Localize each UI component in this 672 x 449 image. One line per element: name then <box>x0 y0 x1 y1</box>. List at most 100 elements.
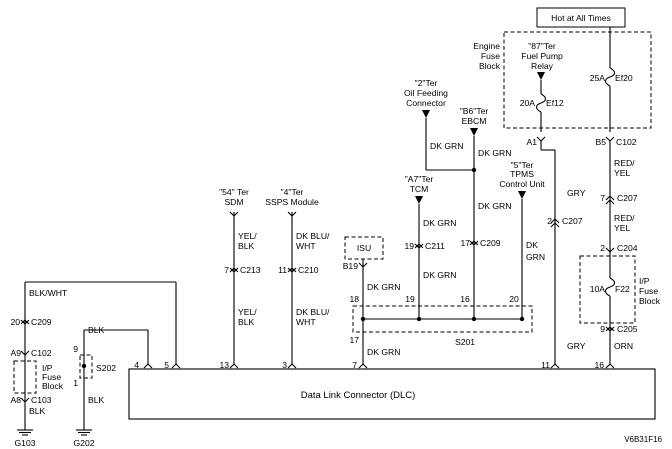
fuse-ef20-icon <box>604 67 616 87</box>
pin-2-c204: 2 <box>600 243 605 253</box>
wire-red-yel-1b: YEL <box>614 168 630 178</box>
splice-s202-outline <box>79 354 93 379</box>
connector-c102-top: C102 <box>616 137 637 147</box>
ip-fuse-block-outline <box>579 255 636 324</box>
oil-feeding-connector-terminal-icon <box>422 110 430 118</box>
s202-pin-9: 9 <box>73 344 78 354</box>
pin-17-c209: 17 <box>460 238 470 248</box>
tpms-connector-label-3: Control Unit <box>499 179 545 189</box>
pin-a1: A1 <box>526 137 537 147</box>
fuse-ef12-label: Ef12 <box>546 98 564 108</box>
wire-yel-blk-2a: YEL/ <box>238 307 257 317</box>
wire-gry-lower: GRY <box>567 341 586 351</box>
pin-20-c209: 20 <box>10 317 20 327</box>
tpms-connector-label-1: "5"Ter <box>511 160 534 170</box>
fuse-ef12-amp: 20A <box>520 98 536 108</box>
connector-c207-right: C207 <box>617 193 638 203</box>
fuse-ef20-amp: 25A <box>590 73 606 83</box>
connector-c205: C205 <box>617 324 638 334</box>
wire-red-yel-2a: RED/ <box>614 213 635 223</box>
connector-c209-left: C209 <box>31 317 52 327</box>
s201-pin-17: 17 <box>349 335 359 345</box>
pin-9-c205: 9 <box>600 324 605 334</box>
ebcm-connector-label-2: EBCM <box>462 116 487 126</box>
engine-fuse-block-label-2: Fuse <box>481 51 500 61</box>
tcm-connector-label-1: "A7"Ter <box>405 174 434 184</box>
wire-red-yel-1a: RED/ <box>614 158 635 168</box>
wire-dkblu-wht-2b: WHT <box>296 317 316 327</box>
ebcm-terminal-icon <box>470 128 478 136</box>
dlc-pin-16: 16 <box>594 360 604 370</box>
oil-feeding-connector-label-3: Connector <box>406 98 446 108</box>
dlc-pin-11: 11 <box>541 360 550 370</box>
connector-c211: C211 <box>425 241 445 251</box>
dlc-box <box>128 368 656 420</box>
wire-dkblu-wht-1b: WHT <box>296 241 316 251</box>
dlc-pin-3: 3 <box>282 360 287 370</box>
ssps-connector-label-2: SSPS Module <box>265 197 319 207</box>
wire-dkblu-wht-1a: DK BLU/ <box>296 231 330 241</box>
tcm-connector-label-2: TCM <box>410 184 429 194</box>
connector-c204: C204 <box>617 243 638 253</box>
pin-7-c213: 7 <box>224 265 229 275</box>
tcm-terminal-icon <box>415 196 423 204</box>
ebcm-connector-label-1: "B6"Ter <box>460 106 489 116</box>
connector-c103: C103 <box>31 395 52 405</box>
isu-box <box>344 236 384 260</box>
wire-yel-blk-1b: BLK <box>238 241 255 251</box>
left-ip-fuse-block-outline <box>13 360 37 394</box>
ip-fuse-block-label-3: Block <box>639 296 661 306</box>
connector-c210: C210 <box>298 265 319 275</box>
wire-gry-upper: GRY <box>567 188 586 198</box>
ground-icon <box>76 429 92 436</box>
pin-19-c211: 19 <box>404 241 414 251</box>
wire-blk-left: BLK <box>29 406 46 416</box>
ssps-connector-label-1: "4"Ter <box>281 187 304 197</box>
wire-dkblu-wht-2a: DK BLU/ <box>296 307 330 317</box>
ip-fuse-block-label-1: I/P <box>639 276 650 286</box>
pin-2-c207-left: 2 <box>547 216 552 226</box>
wire-dk-grn-tcm-2: DK GRN <box>423 270 456 280</box>
left-ip-fuse-block-label-1: I/P <box>42 363 53 373</box>
fuel-pump-relay-label-3: Relay <box>531 61 554 71</box>
wire-dk-grn-oil: DK GRN <box>430 141 463 151</box>
dlc-label: Data Link Connector (DLC) <box>301 390 416 401</box>
pin-b5: B5 <box>595 137 606 147</box>
fuse-f22-label: F22 <box>615 284 630 294</box>
sdm-connector-label-1: "54" Ter <box>219 187 249 197</box>
wire-grn-tpms: GRN <box>526 252 545 262</box>
connector-c213: C213 <box>240 265 261 275</box>
dlc-pin-7: 7 <box>352 360 357 370</box>
wire-yel-blk-2b: BLK <box>238 317 255 327</box>
tpms-connector-label-2: TPMS <box>510 169 534 179</box>
wire-dk-grn-tcm: DK GRN <box>423 218 456 228</box>
isu-label: ISU <box>357 243 371 253</box>
s201-pin-16: 16 <box>460 294 470 304</box>
s202-pin-1: 1 <box>73 378 78 388</box>
s201-pin-20: 20 <box>509 294 519 304</box>
pin-11-c210: 11 <box>278 265 287 275</box>
fuel-pump-relay-label-2: Fuel Pump <box>521 51 563 61</box>
dlc-pin-5: 5 <box>164 360 169 370</box>
engine-fuse-block-label-1: Engine <box>473 41 500 51</box>
wire-dk-grn-s201: DK GRN <box>367 347 400 357</box>
left-ip-fuse-block-label-3: Block <box>42 381 64 391</box>
relay-terminal-arrow-icon <box>537 72 545 80</box>
s202-label: S202 <box>96 363 116 373</box>
wire-dk-grn-ebcm: DK GRN <box>478 148 511 158</box>
left-ip-fuse-block-label-2: Fuse <box>42 372 61 382</box>
ground-g103: G103 <box>14 438 35 448</box>
s201-label: S201 <box>455 337 475 347</box>
connector-c207-left: C207 <box>562 216 583 226</box>
tpms-terminal-icon <box>518 191 526 199</box>
dlc-pin-4: 4 <box>134 360 139 370</box>
isu-pin-b19: B19 <box>343 261 359 271</box>
engine-fuse-block-label-3: Block <box>479 61 501 71</box>
fuel-pump-relay-label-1: "87"Ter <box>528 41 556 51</box>
dlc-pin-13: 13 <box>219 360 229 370</box>
splice-dot <box>471 167 477 173</box>
ground-g202: G202 <box>73 438 94 448</box>
oil-feeding-connector-label-2: Oil Feeding <box>404 88 448 98</box>
pin-7-c207: 7 <box>600 193 605 203</box>
